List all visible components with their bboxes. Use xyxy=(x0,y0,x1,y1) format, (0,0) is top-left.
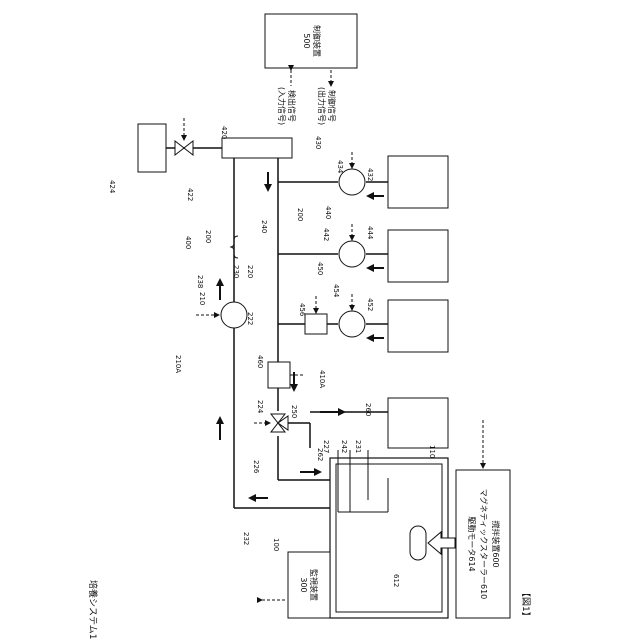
ref-numeral: 250 xyxy=(290,405,298,418)
ref-numeral: 210A xyxy=(174,355,182,373)
valve-250 xyxy=(271,414,288,432)
svg-text:撹拌装置600: 撹拌装置600 xyxy=(491,520,501,567)
box-460 xyxy=(268,362,290,388)
ref-numeral: 410A xyxy=(318,370,326,388)
ref-numeral: 240 xyxy=(260,220,268,233)
ref-numeral: 612 xyxy=(392,574,400,587)
ref-numeral: 260 xyxy=(364,403,372,416)
stir-bar-612 xyxy=(410,526,426,560)
monitor-box xyxy=(288,552,330,618)
control-signal-label: 制御信号 (出力信号) xyxy=(317,87,337,125)
svg-text:駆動モータ614: 駆動モータ614 xyxy=(467,516,476,571)
svg-text:(入力信号): (入力信号) xyxy=(277,87,287,125)
ref-numeral: 442 xyxy=(322,228,330,241)
ref-numeral: 231 xyxy=(354,440,362,453)
ref-numeral: 420 xyxy=(220,126,228,139)
ref-numeral: 227 xyxy=(322,440,330,453)
ref-numeral: 210 xyxy=(198,292,206,305)
tank-432 xyxy=(388,156,448,208)
svg-text:監視装置: 監視装置 xyxy=(309,569,319,601)
controller-number: 500 xyxy=(302,33,311,48)
pump-444 xyxy=(339,241,365,267)
ref-numeral: 222 xyxy=(246,312,254,325)
ref-numeral: 430 xyxy=(314,136,322,149)
box-424 xyxy=(138,124,166,172)
ref-numeral: 400 xyxy=(184,236,192,249)
ref-numeral: 232 xyxy=(242,532,250,545)
tank-260 xyxy=(388,398,448,448)
figure-label: 【図1】 xyxy=(520,588,531,621)
ref-numeral: 100 xyxy=(272,538,280,551)
ref-numeral: 230 xyxy=(232,265,240,278)
ref-numeral: 238 xyxy=(196,275,204,288)
tank-442 xyxy=(388,230,448,282)
tank-452 xyxy=(388,300,448,352)
ref-numeral: 444 xyxy=(366,226,374,240)
svg-text:300: 300 xyxy=(299,577,308,592)
ref-numeral: 226 xyxy=(252,460,260,474)
ref-numeral: 452 xyxy=(366,298,374,311)
pump-454 xyxy=(339,311,365,337)
ref-numeral: 200 xyxy=(296,208,304,221)
pump-210 xyxy=(221,302,247,328)
svg-text:検出信号: 検出信号 xyxy=(287,90,297,122)
controller-box: 制御装置 500 xyxy=(265,14,357,68)
ref-numeral: 422 xyxy=(186,188,194,201)
ref-numeral: 432 xyxy=(366,168,374,181)
detect-signal-label: 検出信号 (入力信号) xyxy=(277,87,297,125)
svg-text:制御信号: 制御信号 xyxy=(327,90,337,122)
culture-vessel-100 xyxy=(330,458,448,618)
ref-numeral: 200 xyxy=(204,230,212,243)
valve-422 xyxy=(175,141,193,155)
svg-text:(出力信号): (出力信号) xyxy=(317,87,327,125)
box-456 xyxy=(305,314,327,334)
ref-numeral: 424 xyxy=(108,180,116,194)
box-420 xyxy=(222,138,292,158)
ref-numeral: 440 xyxy=(324,206,332,219)
ref-numeral: 224 xyxy=(256,400,264,414)
ref-numeral: 454 xyxy=(332,284,340,298)
ref-numeral: 450 xyxy=(316,262,324,275)
ref-numeral: 110 xyxy=(428,445,436,458)
svg-text:マグネティックスターラー610: マグネティックスターラー610 xyxy=(479,489,489,600)
ref-numeral: 460 xyxy=(256,355,264,368)
ref-numeral: 456 xyxy=(298,303,306,317)
ref-numeral: 434 xyxy=(336,160,344,174)
ref-numeral: 220 xyxy=(246,265,254,278)
ref-numeral: 242 xyxy=(340,440,348,453)
system-title: 培養システム10 xyxy=(87,580,99,640)
controller-label: 制御装置 xyxy=(312,25,322,57)
